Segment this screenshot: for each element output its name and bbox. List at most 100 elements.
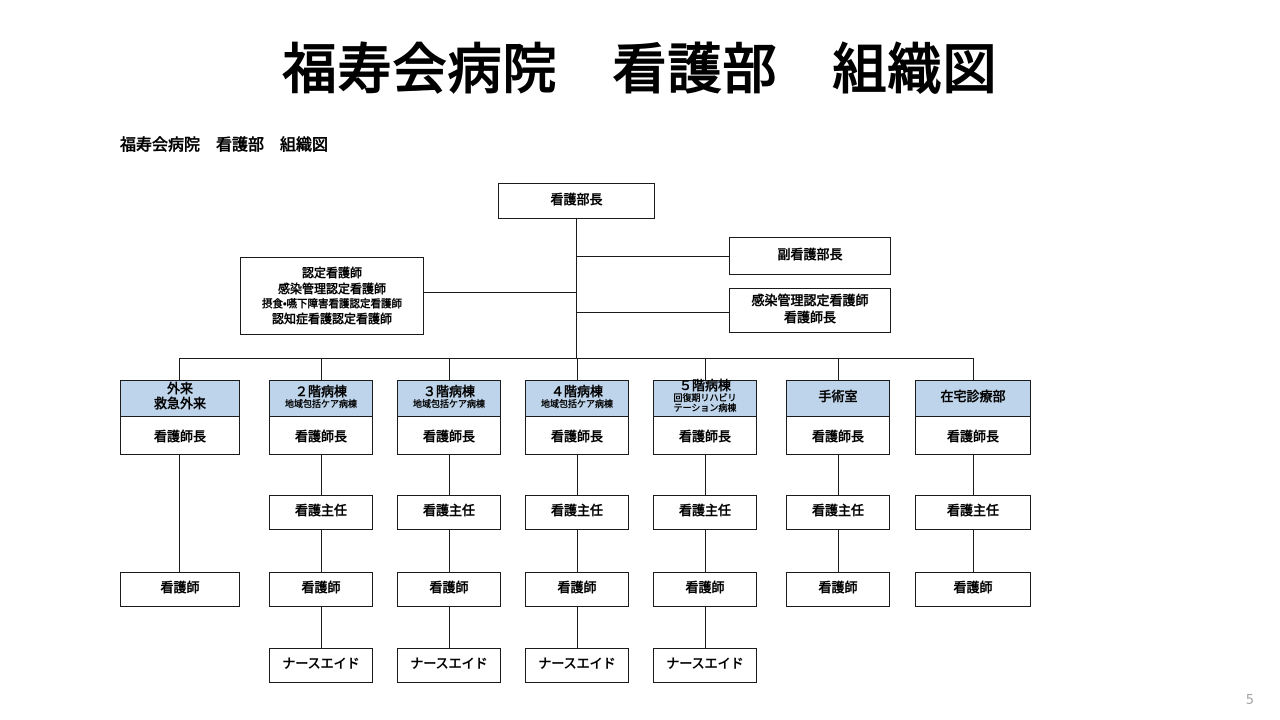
node-head-nurse-7-label: 看護主任 xyxy=(946,504,999,520)
node-nurse-aide-3-label: ナースエイド xyxy=(410,657,488,673)
node-head-nurse-4[interactable]: 看護主任 xyxy=(525,495,629,530)
node-nurse-6-label: 看護師 xyxy=(818,581,858,597)
connector-dept5-head-to-nurse xyxy=(705,530,706,572)
node-nurse-1[interactable]: 看護師 xyxy=(120,572,240,607)
connector-dept4-head-to-nurse xyxy=(577,530,578,572)
dept-1-name-line2: 救急外来 xyxy=(153,397,206,412)
node-head-nurse-5-label: 看護主任 xyxy=(678,504,731,520)
page-number: 5 xyxy=(1245,693,1254,708)
node-nurse-aide-3[interactable]: ナースエイド xyxy=(397,648,501,683)
connector-deputy xyxy=(576,256,729,257)
connector-drop-dept-4 xyxy=(577,358,578,380)
connector-dept1-chief-to-nurse xyxy=(179,455,180,572)
connector-icn-manager xyxy=(576,312,729,313)
dept-1-chief: 看護師長 xyxy=(153,430,206,445)
dept-5-subtitle-line1: 回復期リハビリ xyxy=(673,394,737,405)
dept-column-4[interactable]: ４階病棟 地域包括ケア病棟 看護師長 xyxy=(525,380,629,455)
node-nurse-4[interactable]: 看護師 xyxy=(525,572,629,607)
dept-4-subtitle-line1: 地域包括ケア病棟 xyxy=(540,399,613,410)
page-title: 福寿会病院 看護部 組織図 xyxy=(282,38,998,101)
dept-4-header: ４階病棟 地域包括ケア病棟 xyxy=(526,381,628,417)
node-nurse-aide-5[interactable]: ナースエイド xyxy=(653,648,757,683)
dept-column-3[interactable]: ３階病棟 地域包括ケア病棟 看護師長 xyxy=(397,380,501,455)
node-deputy-director-label: 副看護部長 xyxy=(777,247,843,263)
dept-7-header: 在宅診療部 xyxy=(916,381,1030,417)
node-deputy-director[interactable]: 副看護部長 xyxy=(729,237,891,275)
node-nurse-1-label: 看護師 xyxy=(160,581,200,597)
node-nurse-3[interactable]: 看護師 xyxy=(397,572,501,607)
dept-4-chief: 看護師長 xyxy=(550,430,603,445)
dept-3-chief: 看護師長 xyxy=(422,430,475,445)
dept-4-name-line1: ４階病棟 xyxy=(550,384,603,400)
node-director-label: 看護部長 xyxy=(550,192,603,208)
connector-drop-dept-3 xyxy=(449,358,450,380)
dept-6-name-line1: 手術室 xyxy=(818,389,858,405)
node-nurse-aide-2-label: ナースエイド xyxy=(282,657,360,673)
node-nurse-2-label: 看護師 xyxy=(301,581,341,597)
dept-column-6[interactable]: 手術室 看護師長 xyxy=(786,380,890,455)
certified-nurse-line-3: 摂食・嚥下障害看護認定看護師 xyxy=(261,298,403,310)
node-icn-manager[interactable]: 感染管理認定看護師 看護師長 xyxy=(729,288,891,333)
connector-dept4-nurse-to-aide xyxy=(577,607,578,648)
dept-6-header: 手術室 xyxy=(787,381,889,417)
connector-department-bus xyxy=(179,358,973,359)
node-certified-nurses[interactable]: 認定看護師 感染管理認定看護師 摂食・嚥下障害看護認定看護師 認知症看護認定看護… xyxy=(240,257,424,335)
node-head-nurse-2[interactable]: 看護主任 xyxy=(269,495,373,530)
dept-2-header: ２階病棟 地域包括ケア病棟 xyxy=(270,381,372,417)
connector-dept2-head-to-nurse xyxy=(321,530,322,572)
connector-dept5-chief-to-head xyxy=(705,455,706,495)
node-director[interactable]: 看護部長 xyxy=(498,183,655,219)
connector-dept4-chief-to-head xyxy=(577,455,578,495)
node-head-nurse-6-label: 看護主任 xyxy=(811,504,864,520)
dept-3-subtitle-line1: 地域包括ケア病棟 xyxy=(412,399,485,410)
dept-2-subtitle-line1: 地域包括ケア病棟 xyxy=(284,399,357,410)
node-nurse-aide-4[interactable]: ナースエイド xyxy=(525,648,629,683)
connector-dept3-head-to-nurse xyxy=(449,530,450,572)
connector-dept3-nurse-to-aide xyxy=(449,607,450,648)
dept-5-chief: 看護師長 xyxy=(678,430,731,445)
dept-7-name-line1: 在宅診療部 xyxy=(940,389,1006,405)
node-head-nurse-6[interactable]: 看護主任 xyxy=(786,495,890,530)
node-head-nurse-2-label: 看護主任 xyxy=(294,504,347,520)
dept-1-name-line1: 外来 xyxy=(166,382,193,398)
certified-nurse-line-4: 認知症看護認定看護師 xyxy=(271,312,392,327)
node-nurse-7[interactable]: 看護師 xyxy=(915,572,1031,607)
dept-column-1[interactable]: 外来 救急外来 看護師長 xyxy=(120,380,240,455)
node-nurse-aide-2[interactable]: ナースエイド xyxy=(269,648,373,683)
node-icn-manager-line1: 感染管理認定看護師 xyxy=(751,294,869,310)
node-nurse-5-label: 看護師 xyxy=(685,581,725,597)
node-nurse-6[interactable]: 看護師 xyxy=(786,572,890,607)
connector-drop-dept-2 xyxy=(321,358,322,380)
connector-dept7-chief-to-head xyxy=(973,455,974,495)
dept-column-5[interactable]: ５階病棟 回復期リハビリ テーション病棟 看護師長 xyxy=(653,379,757,455)
node-head-nurse-7[interactable]: 看護主任 xyxy=(915,495,1031,530)
certified-nurse-line-2: 感染管理認定看護師 xyxy=(277,281,386,296)
dept-7-chief: 看護師長 xyxy=(946,430,999,445)
connector-drop-dept-7 xyxy=(973,358,974,380)
connector-dept3-chief-to-head xyxy=(449,455,450,495)
connector-drop-dept-1 xyxy=(179,358,180,380)
dept-5-name-line1: ５階病棟 xyxy=(678,379,731,395)
page-subtitle: 福寿会病院 看護部 組織図 xyxy=(120,135,329,154)
node-head-nurse-3-label: 看護主任 xyxy=(422,504,475,520)
dept-2-name-line1: ２階病棟 xyxy=(294,384,347,400)
connector-drop-dept-6 xyxy=(838,358,839,380)
dept-2-chief: 看護師長 xyxy=(294,430,347,445)
node-nurse-5[interactable]: 看護師 xyxy=(653,572,757,607)
node-head-nurse-3[interactable]: 看護主任 xyxy=(397,495,501,530)
node-nurse-aide-5-label: ナースエイド xyxy=(666,657,744,673)
connector-certified-nurses xyxy=(424,292,577,293)
connector-dept6-chief-to-head xyxy=(838,455,839,495)
node-head-nurse-5[interactable]: 看護主任 xyxy=(653,495,757,530)
node-nurse-2[interactable]: 看護師 xyxy=(269,572,373,607)
connector-dept5-nurse-to-aide xyxy=(705,607,706,648)
dept-column-2[interactable]: ２階病棟 地域包括ケア病棟 看護師長 xyxy=(269,380,373,455)
connector-dept7-head-to-nurse xyxy=(973,530,974,572)
connector-dept2-chief-to-head xyxy=(321,455,322,495)
dept-5-header: ５階病棟 回復期リハビリ テーション病棟 xyxy=(654,379,756,417)
dept-column-7[interactable]: 在宅診療部 看護師長 xyxy=(915,380,1031,455)
node-nurse-aide-4-label: ナースエイド xyxy=(538,657,616,673)
dept-3-name-line1: ３階病棟 xyxy=(422,384,475,400)
dept-3-header: ３階病棟 地域包括ケア病棟 xyxy=(398,381,500,417)
